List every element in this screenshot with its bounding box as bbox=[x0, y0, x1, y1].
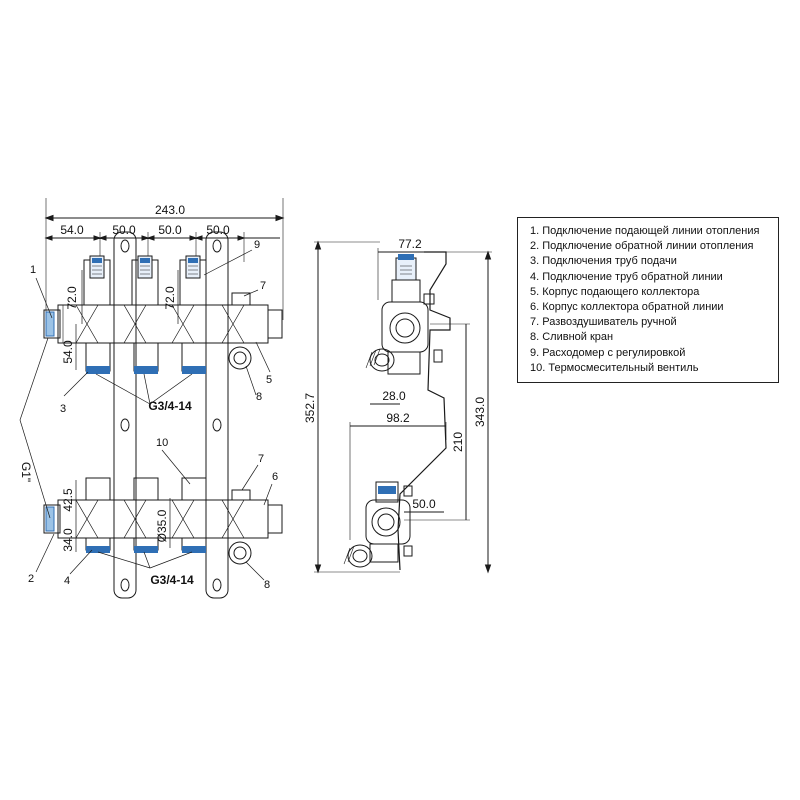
return-manifold bbox=[43, 477, 283, 565]
side-dim-depth-top: 77.2 bbox=[398, 237, 422, 251]
dim-height-bottom-upper-label: 42.5 bbox=[61, 488, 75, 512]
dim-height-top-lower-label: 54.0 bbox=[61, 340, 75, 364]
callout-8-bottom: 8 bbox=[264, 579, 270, 591]
legend-item-9: 9. Расходомер с регулировкой bbox=[530, 346, 686, 359]
callout-9: 9 bbox=[254, 239, 260, 251]
side-view bbox=[314, 240, 492, 574]
callout-7-top: 7 bbox=[260, 280, 266, 292]
legend-item-2: 2. Подключение обратной линии отопления bbox=[530, 240, 754, 253]
side-dim-50: 50.0 bbox=[412, 497, 436, 511]
legend-item-3: 3. Подключения труб подачи bbox=[530, 255, 677, 268]
legend-item-1: 1. Подключение подающей линии отопления bbox=[530, 225, 760, 237]
legend-item-6: 6. Корпус коллектора обратной линии bbox=[530, 301, 724, 314]
callout-10: 10 bbox=[156, 437, 168, 449]
callout-4: 4 bbox=[64, 575, 70, 587]
front-view bbox=[19, 198, 285, 599]
dim-thread-label: G1" bbox=[19, 462, 33, 482]
callout-3: 3 bbox=[60, 403, 66, 415]
dim-spacing-row bbox=[44, 232, 280, 262]
legend-item-8: 8. Сливной кран bbox=[530, 331, 614, 344]
dim-front-vertical bbox=[75, 270, 179, 552]
dim-overall-width bbox=[44, 198, 285, 320]
side-dim-210: 210 bbox=[451, 432, 465, 452]
side-dim-depth-mid: 28.0 bbox=[382, 389, 406, 403]
legend-item-10: 10. Термосмесительный вентиль bbox=[530, 361, 699, 374]
dim-spacing-4-label: 50.0 bbox=[206, 223, 230, 237]
dim-diameter-label: Ø35.0 bbox=[155, 509, 169, 542]
dim-spacing-3-label: 50.0 bbox=[158, 223, 182, 237]
legend-box: 1. Подключение подающей линии отопления … bbox=[517, 217, 779, 383]
outlet-thread-top-label: G3/4-14 bbox=[148, 399, 192, 413]
callout-2: 2 bbox=[28, 573, 34, 585]
callout-5: 5 bbox=[266, 374, 272, 386]
legend-list: 1. Подключение подающей линии отопления … bbox=[530, 224, 770, 376]
dim-spacing-2-label: 50.0 bbox=[112, 223, 136, 237]
dim-height-bottom-lower-label: 34.0 bbox=[61, 528, 75, 552]
callout-6: 6 bbox=[272, 471, 278, 483]
side-dim-total-height: 352.7 bbox=[303, 393, 317, 423]
leader-lines bbox=[19, 249, 273, 581]
side-dim-343: 343.0 bbox=[473, 397, 487, 427]
dim-spacing-first-label: 54.0 bbox=[60, 223, 84, 237]
dim-height-top-flow-label: 72.0 bbox=[65, 286, 79, 310]
dim-height-top-flow-2-label: 72.0 bbox=[163, 286, 177, 310]
mounting-rails bbox=[113, 231, 229, 599]
callout-1: 1 bbox=[30, 264, 36, 276]
legend-item-7: 7. Развоздушиватель ручной bbox=[530, 316, 677, 329]
dim-overall-width-label: 243.0 bbox=[155, 203, 185, 217]
supply-manifold bbox=[43, 255, 283, 374]
callout-8-top: 8 bbox=[256, 391, 262, 403]
legend-item-4: 4. Подключение труб обратной линии bbox=[530, 270, 723, 283]
legend-item-5: 5. Корпус подающего коллектора bbox=[530, 285, 700, 298]
callout-7-bottom: 7 bbox=[258, 453, 264, 465]
outlet-thread-bottom-label: G3/4-14 bbox=[150, 573, 194, 587]
side-dim-depth-bottom: 98.2 bbox=[386, 411, 410, 425]
